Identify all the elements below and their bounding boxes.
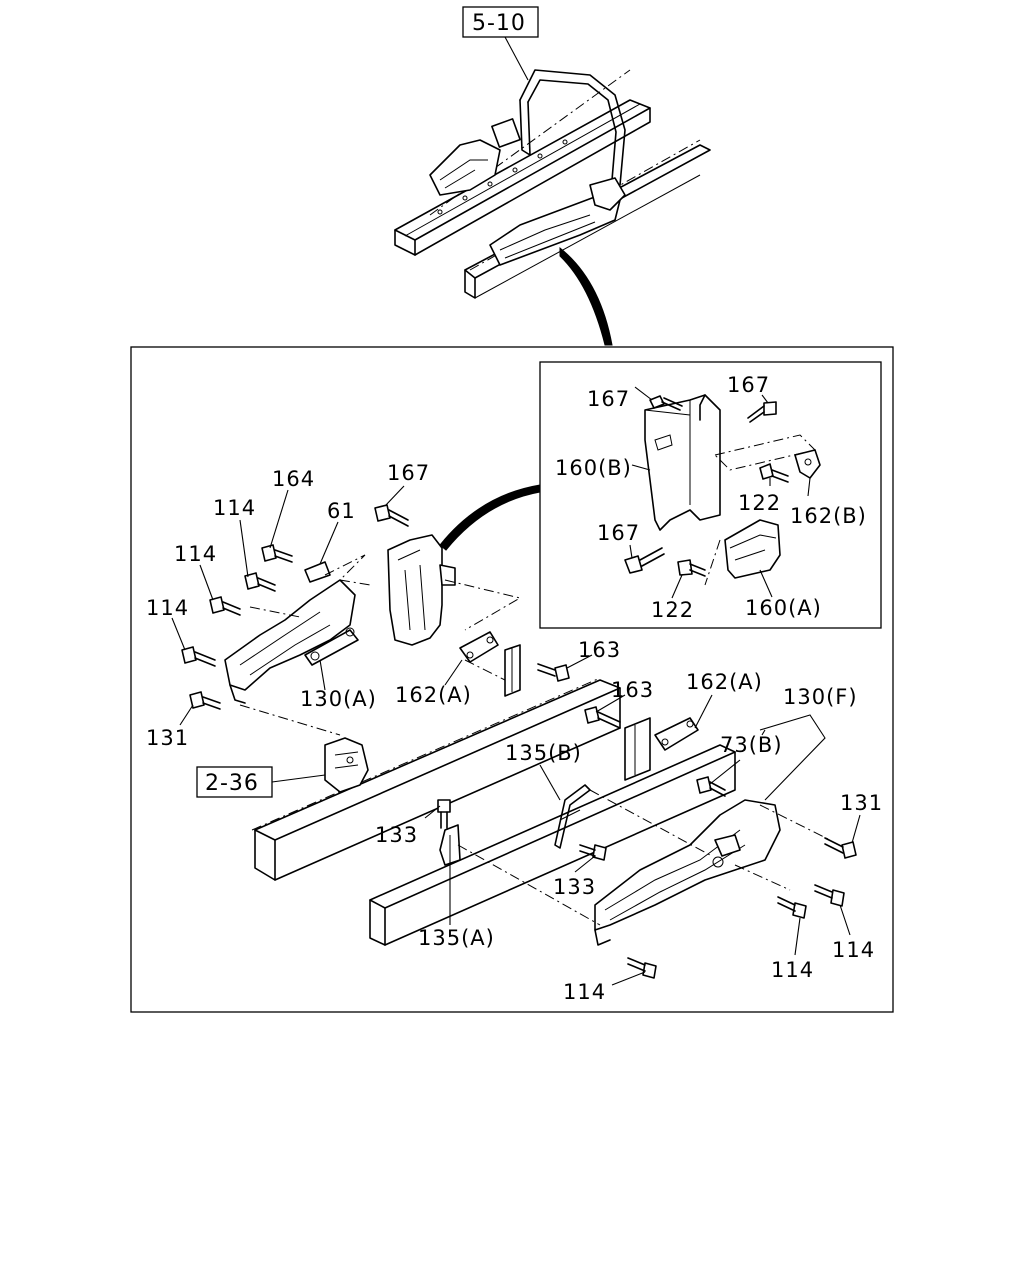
callout-163-left[interactable]: 163 <box>578 638 621 662</box>
bolt-163-right <box>584 706 621 729</box>
bolt-114-e <box>777 896 807 919</box>
bolt-167-inset-bottom <box>624 547 665 574</box>
inset-connector <box>439 484 541 551</box>
callout-114-e[interactable]: 114 <box>771 958 814 982</box>
reference-box-top[interactable] <box>462 6 539 38</box>
bolt-167-inset-top <box>649 395 683 411</box>
callout-122-upper[interactable]: 122 <box>738 491 781 515</box>
callout-162b[interactable]: 162(B) <box>790 504 867 528</box>
callout-164[interactable]: 164 <box>272 467 315 491</box>
callout-135b[interactable]: 135(B) <box>505 741 582 765</box>
bolt-133-right <box>579 844 607 861</box>
callout-160b[interactable]: 160(B) <box>555 456 632 480</box>
right-bracket-assembly <box>369 706 857 979</box>
callout-130a[interactable]: 130(A) <box>300 687 377 711</box>
bolt-163-left <box>537 663 570 682</box>
callout-162a-left[interactable]: 162(A) <box>395 683 472 707</box>
bolt-73b <box>696 776 726 797</box>
callout-160a[interactable]: 160(A) <box>745 596 822 620</box>
reference-label-left[interactable]: 2-36 <box>205 771 259 796</box>
bolt-131-left <box>189 691 221 710</box>
bolt-122-inset-lower <box>677 559 706 577</box>
callout-114-d[interactable]: 114 <box>832 938 875 962</box>
callout-114-f[interactable]: 114 <box>563 980 606 1004</box>
leader-lines <box>171 386 861 986</box>
bolt-114-b <box>209 596 241 616</box>
callout-114-a[interactable]: 114 <box>213 496 256 520</box>
callout-114-b[interactable]: 114 <box>174 542 217 566</box>
reference-label-top[interactable]: 5-10 <box>472 11 526 36</box>
callout-130f[interactable]: 130(F) <box>783 685 858 709</box>
callout-133-right[interactable]: 133 <box>553 875 596 899</box>
overview-frame-assembly: 5-10 <box>394 6 711 346</box>
bolt-114-f <box>627 957 657 979</box>
inset-assembly <box>624 394 821 586</box>
bolt-167-main <box>374 504 409 527</box>
callout-131-right[interactable]: 131 <box>840 791 883 815</box>
callout-133-left[interactable]: 133 <box>375 823 418 847</box>
callout-labels: 167 167 160(B) 122 162(B) 167 122 160(A)… <box>146 373 883 1004</box>
bolt-114-d <box>814 884 845 907</box>
bolt-114-c <box>181 646 216 667</box>
callout-131-left[interactable]: 131 <box>146 726 189 750</box>
callout-135a[interactable]: 135(A) <box>418 926 495 950</box>
callout-167-inset-right[interactable]: 167 <box>727 373 770 397</box>
left-bracket-assembly: 2-36 <box>181 504 621 881</box>
callout-162a-right[interactable]: 162(A) <box>686 670 763 694</box>
detail-frame <box>130 346 894 1013</box>
callout-73b[interactable]: 73(B) <box>720 733 783 757</box>
callout-167-inset-top[interactable]: 167 <box>587 387 630 411</box>
callout-114-c[interactable]: 114 <box>146 596 189 620</box>
callout-167-main[interactable]: 167 <box>387 461 430 485</box>
callout-61[interactable]: 61 <box>327 499 356 523</box>
bolt-133-left <box>437 799 451 829</box>
bolt-167-inset-right <box>747 401 777 423</box>
bolt-122-inset-upper <box>759 463 789 483</box>
bolt-114-a <box>244 572 276 592</box>
bolt-131-right <box>824 837 857 859</box>
bolt-164 <box>261 544 293 563</box>
callout-167-inset-bottom[interactable]: 167 <box>597 521 640 545</box>
detail-arrow <box>559 246 613 346</box>
inset-frame <box>539 361 882 629</box>
callout-163-right[interactable]: 163 <box>611 678 654 702</box>
callout-122-lower[interactable]: 122 <box>651 598 694 622</box>
